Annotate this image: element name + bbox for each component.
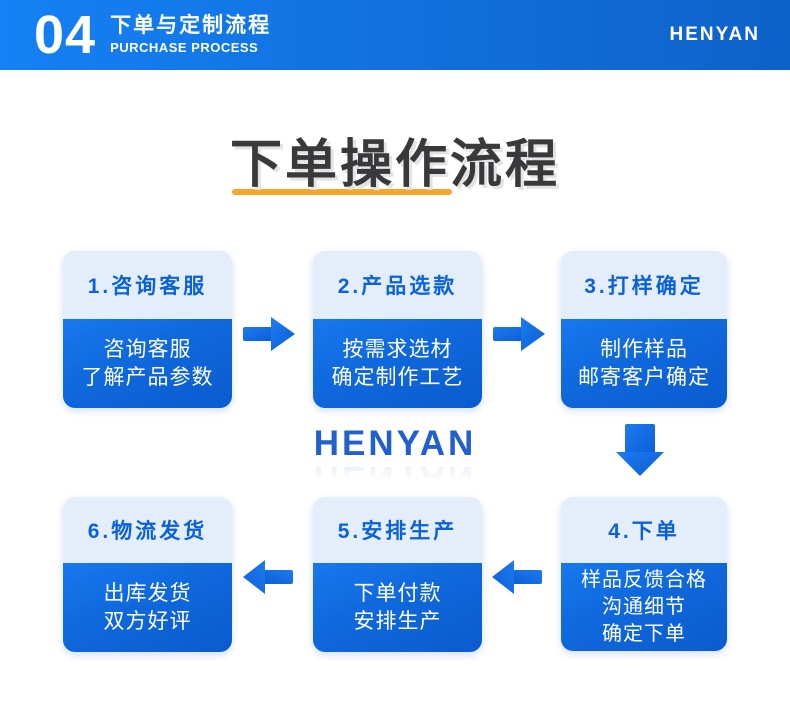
step-3-line-2: 邮寄客户确定	[578, 365, 710, 389]
step-1-line-1: 咨询客服	[103, 337, 192, 361]
step-5-line-1: 下单付款	[353, 581, 442, 605]
step-card-3: 3.打样确定 制作样品 邮寄客户确定	[561, 251, 727, 408]
page-title-wrap: 下单操作流程	[0, 134, 790, 196]
step-card-5: 5.安排生产 下单付款 安排生产	[313, 497, 482, 652]
step-3-line-1: 制作样品	[600, 337, 688, 361]
step-1-description: 咨询客服 了解产品参数	[63, 319, 232, 408]
banner-title: 下单与定制流程	[110, 14, 272, 37]
watermark-text: HENYAN	[313, 424, 477, 463]
step-card-2: 2.产品选款 按需求选材 确定制作工艺	[313, 251, 482, 408]
step-1-title: 1.咨询客服	[63, 251, 232, 319]
arrow-left-icon	[492, 560, 542, 599]
brand-logo: HENYAN	[669, 24, 760, 45]
step-5-line-2: 安排生产	[353, 609, 442, 633]
step-6-line-2: 双方好评	[103, 609, 192, 633]
arrow-right-icon	[243, 316, 295, 357]
step-4-line-1: 样品反馈合格	[581, 568, 707, 591]
step-2-title: 2.产品选款	[313, 251, 482, 319]
step-4-line-3: 确定下单	[602, 622, 686, 645]
step-6-line-1: 出库发货	[103, 581, 192, 605]
page-title: 下单操作流程	[229, 136, 560, 195]
step-3-title: 3.打样确定	[561, 251, 727, 319]
arrow-left-icon	[243, 560, 293, 599]
step-5-description: 下单付款 安排生产	[313, 563, 482, 652]
step-card-4: 4.下单 样品反馈合格 沟通细节 确定下单	[561, 497, 727, 651]
step-2-description: 按需求选材 确定制作工艺	[313, 319, 482, 408]
step-3-description: 制作样品 邮寄客户确定	[561, 319, 727, 408]
step-4-title: 4.下单	[561, 497, 727, 563]
step-5-title: 5.安排生产	[313, 497, 482, 563]
step-card-6: 6.物流发货 出库发货 双方好评	[63, 497, 232, 652]
section-number: 04	[34, 5, 97, 65]
banner-title-block: 下单与定制流程 PURCHASE PROCESS	[110, 14, 271, 56]
step-4-description: 样品反馈合格 沟通细节 确定下单	[561, 563, 727, 651]
step-6-title: 6.物流发货	[63, 497, 232, 563]
step-6-description: 出库发货 双方好评	[63, 563, 232, 652]
watermark: HENYAN HENYAN	[0, 424, 790, 498]
watermark-reflection: HENYAN	[313, 459, 477, 498]
step-2-line-1: 按需求选材	[342, 337, 453, 361]
arrow-down-icon	[615, 424, 665, 481]
step-4-line-2: 沟通细节	[602, 595, 686, 618]
arrow-right-icon	[493, 316, 545, 357]
title-underline-bar	[231, 189, 452, 195]
step-2-line-2: 确定制作工艺	[331, 365, 464, 389]
header-banner: 04 下单与定制流程 PURCHASE PROCESS HENYAN	[0, 0, 790, 70]
banner-subtitle: PURCHASE PROCESS	[110, 40, 259, 55]
step-1-line-2: 了解产品参数	[81, 365, 214, 389]
step-card-1: 1.咨询客服 咨询客服 了解产品参数	[63, 251, 232, 408]
